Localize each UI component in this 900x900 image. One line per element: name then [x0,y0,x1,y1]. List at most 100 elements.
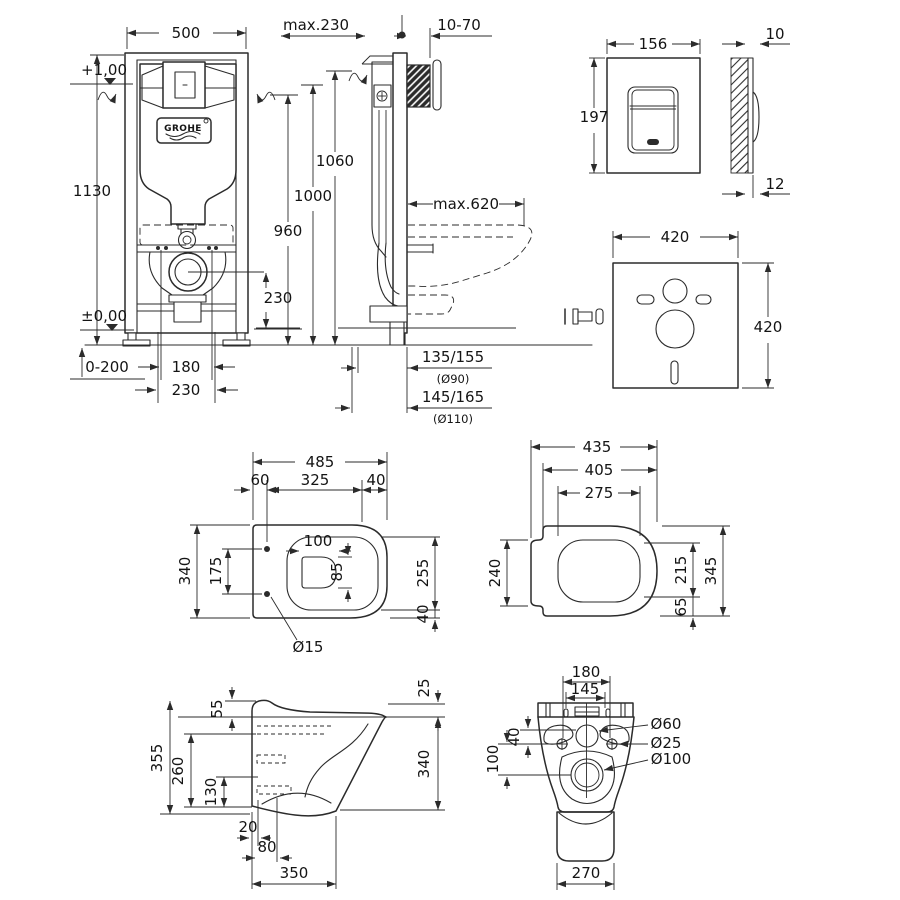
wave-arrow-icon [256,91,276,104]
dim-spigot-range: 10-70 [437,16,481,34]
brand-logo-plate [156,117,212,144]
dim-plate-height: 197 [580,108,609,126]
screw-icon [572,308,579,325]
dim-height-total: 355 [148,744,166,773]
flush-pipe-flange [177,230,197,250]
button-mark-icon [647,139,659,145]
dim-seat-width-total: 345 [702,557,720,586]
frame-outline [124,52,249,334]
dim-fixing-width: 230 [172,381,201,399]
reference-point-icon [398,31,406,39]
dim-bowl-length: 485 [306,453,335,471]
dim-plate-thickness-top: 10 [765,25,784,43]
dim-bowl-width: 340 [176,557,194,586]
dim-outlet-width: 180 [172,358,201,376]
dim-outlet-b: 145/165 [422,388,484,406]
dim-inner-width: 100 [304,532,333,550]
dim-outlet-b-dia: (Ø110) [433,412,473,426]
insulation-pad-view: 420 420 [564,228,783,389]
install-height-dims: 960 1000 1060 [270,70,354,345]
wave-arrow-icon [348,72,368,85]
wall-hatch [730,57,749,174]
dim-plate-thickness-bottom: 12 [765,175,784,193]
dim-hole-dia: Ø15 [293,638,324,656]
dim-frame-height: 1130 [73,182,111,200]
dim-outlet-height: 230 [264,289,293,307]
flush-plate-side [747,57,754,174]
frame-foot-left [122,339,151,347]
dim-seat-length-total: 435 [583,438,612,456]
level-triangle-icon [104,78,116,85]
bowl-back-body [537,716,635,813]
dim-inner-depth: 85 [328,562,346,581]
wave-arrow-icon [97,91,117,104]
dim-height-1060: 1060 [316,152,354,170]
frame-foot-right [222,339,251,347]
dim-height-960: 960 [274,222,303,240]
flush-plate-view: 156 197 10 12 [580,25,790,198]
dim-width-bottom: 270 [572,864,601,882]
bowl-top-view: 485 60 325 40 340 175 100 85 255 40 Ø15 [176,452,440,656]
dim-opening-width: 215 [672,556,690,585]
gasket-disc [432,59,442,111]
dim-height-1000: 1000 [294,187,332,205]
inlet-hole [575,724,599,748]
bowl-inner [301,556,337,589]
dim-seat-length-lid: 405 [585,461,614,479]
flush-plate-front [606,57,701,174]
drain-hole [570,758,604,792]
frame-front-view: GROHE 500 1130 +1,00 ±0,00 230 [70,24,593,403]
dim-dia-60: Ø60 [651,715,682,733]
dim-outlet-a-dia: (Ø90) [437,372,470,386]
mounting-hole [264,591,270,597]
dim-rim-length: 325 [301,471,330,489]
dim-span-145: 145 [571,680,600,698]
dim-pad-height: 420 [754,318,783,336]
dim-rim-width: 255 [414,559,432,588]
seat-lid-profile [251,699,387,718]
bowl-side-view: 55 25 340 355 260 130 20 80 350 [148,678,445,889]
dim-hole-offset: 60 [250,471,269,489]
frame-rail-profile [392,52,408,334]
dim-frame-width: 500 [172,24,201,42]
dim-hinge-width: 240 [486,559,504,588]
dim-height-mid: 260 [169,757,187,786]
bowl-outline-dashed [408,224,533,287]
dim-frame-depth: max.230 [283,16,349,34]
bowl-back-view: 180 145 40 100 Ø60 Ø25 Ø100 270 [484,663,691,890]
dim-front-edge: 40 [366,471,385,489]
bowl-body-profile [251,716,387,817]
dim-off-20: 20 [238,818,257,836]
dim-lid-rise: 25 [415,678,433,697]
seat-top-view: 435 405 275 240 215 65 345 [486,438,730,630]
dim-rim-edge: 40 [414,604,432,623]
bowl-outline [252,524,388,619]
dim-height-low: 130 [202,778,220,807]
dim-clearance: max.620 [433,195,499,213]
dim-seat-rise: 55 [208,699,226,718]
dim-hole-spacing: 175 [207,557,225,586]
bowl-rim [286,536,379,611]
dim-seat-front-edge: 65 [672,597,690,616]
dim-plate-width: 156 [639,35,668,53]
registered-mark-icon [203,118,209,124]
dim-opening-length: 275 [585,484,614,502]
dim-off-40: 40 [505,727,523,746]
dim-foot-adjust: 0-200 [85,358,129,376]
dim-off-80: 80 [257,838,276,856]
mounting-hole [264,546,270,552]
mounting-strip [537,702,634,718]
brand-logo-text: GROHE [164,124,202,134]
frame-side-view: max.230 10-70 max.620 135/155 (Ø90) 145/… [256,15,533,426]
dim-dia-100: Ø100 [651,750,691,768]
insulation-pad [612,262,739,389]
dim-pad-width: 420 [661,228,690,246]
dim-off-100: 100 [484,745,502,774]
dim-level-plus: +1,00 [81,61,127,79]
dim-dia-25: Ø25 [651,734,682,752]
level-triangle-icon [106,324,118,331]
flush-button-frame [627,86,679,154]
dowel-icon [595,308,604,325]
